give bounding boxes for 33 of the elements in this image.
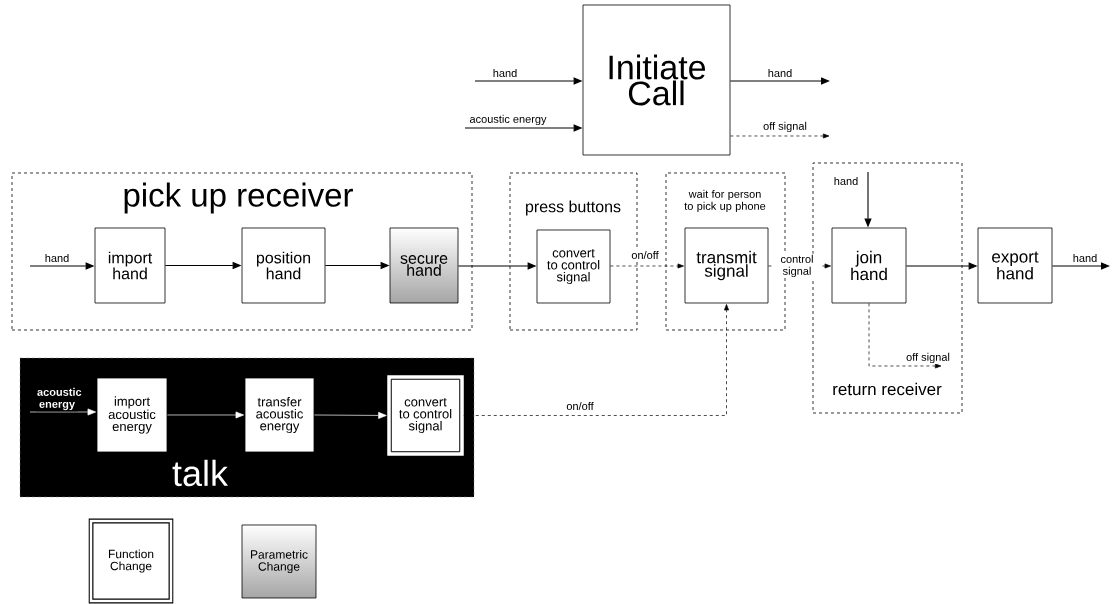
arrow — [167, 411, 244, 419]
arrow — [730, 133, 830, 139]
edge-label: hand — [832, 175, 860, 187]
function-box: Initiate Call — [582, 4, 731, 156]
function-box: convert to control signal — [536, 229, 611, 304]
edge-label: hand — [766, 67, 794, 79]
function-box: transmit signal — [684, 227, 769, 304]
edge-label: hand — [43, 252, 71, 264]
function-box: export hand — [977, 227, 1053, 304]
edge-label: control signal — [773, 253, 821, 279]
arrow — [29, 408, 96, 416]
parametric-box: secure hand — [389, 227, 459, 304]
function-change-box: convert to control signal — [387, 375, 464, 456]
function-box: import hand — [94, 227, 166, 304]
function-change-box: Function Change — [88, 518, 174, 604]
function-box: position hand — [241, 227, 326, 304]
edge-label: off signal — [762, 120, 808, 134]
edge-label: hand — [491, 67, 519, 79]
function-box: join hand — [831, 227, 907, 304]
parametric-box: Parametric Change — [241, 524, 317, 599]
arrow — [729, 77, 830, 85]
arrow — [610, 263, 684, 269]
arrow — [1051, 262, 1110, 270]
function-box: import acoustic energy — [96, 377, 168, 453]
function-box: transfer acoustic energy — [244, 377, 315, 453]
edge-label: on/off — [630, 249, 660, 261]
arrow — [463, 304, 729, 416]
arrow — [868, 303, 942, 369]
edge-label: acoustic energy — [468, 113, 548, 127]
edge-label: on/off — [565, 400, 595, 412]
arrow — [314, 412, 387, 419]
edge-label: hand — [1071, 252, 1099, 264]
edge-label: acoustic energy — [36, 386, 82, 412]
